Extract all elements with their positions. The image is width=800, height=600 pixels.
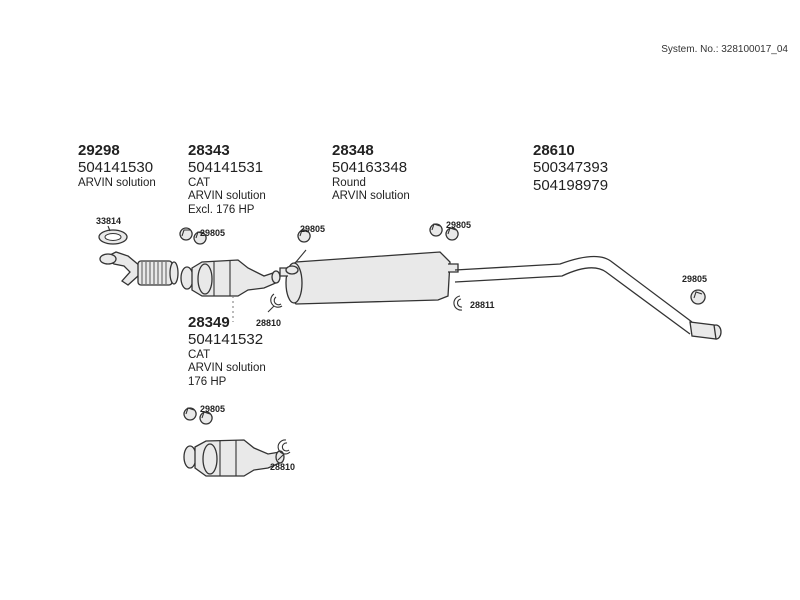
tag-ring-cat-lower: 28810 [270, 462, 296, 472]
part-note: 176 HP [188, 375, 227, 388]
tag-clamp-cat-upper: 29805 [200, 228, 226, 238]
part-number: 29298 [78, 142, 120, 159]
tag-clamp-cat-lower: 29805 [200, 404, 226, 414]
oem-number: 504141530 [78, 159, 154, 177]
front-pipe-29298[interactable] [99, 251, 179, 286]
clamp-muffler-outlet[interactable] [429, 223, 459, 241]
label-28343: 28343 504141531 CAT ARVIN solution Excl.… [188, 142, 266, 217]
part-note: ARVIN solution [78, 176, 156, 189]
gasket-leader [107, 225, 111, 232]
tag-clamp-muffler-inlet: 29805 [300, 224, 326, 234]
clamp-tailpipe[interactable] [690, 289, 706, 305]
tag-gasket: 33814 [96, 216, 122, 226]
label-28349: 28349 504141532 CAT ARVIN solution 176 H… [188, 314, 266, 389]
label-28610: 28610 500347393 504198979 [533, 142, 608, 195]
label-28348: 28348 504163348 Round ARVIN solution [332, 142, 410, 204]
gasket-ring[interactable] [98, 229, 128, 245]
ring-cat-lower[interactable] [277, 439, 291, 461]
part-note: CAT [188, 348, 211, 361]
ring-cat-upper[interactable] [267, 293, 283, 313]
oem-number: 504163348 [332, 159, 408, 177]
tag-ring-cat-upper: 28810 [256, 318, 282, 328]
part-note: CAT [188, 176, 211, 189]
part-number: 28348 [332, 142, 374, 159]
part-note: ARVIN solution [332, 190, 410, 203]
clamp-muffler-inlet[interactable] [295, 229, 311, 263]
ring-muffler-outlet[interactable] [453, 295, 463, 311]
tag-clamp-tailpipe: 29805 [682, 274, 708, 284]
part-note: Round [332, 176, 366, 189]
part-note: ARVIN solution [188, 362, 266, 375]
clamp-cat-lower[interactable] [183, 407, 213, 425]
oem-number: 504141532 [188, 331, 264, 349]
part-number: 28343 [188, 142, 230, 159]
oem-number: 504141531 [188, 159, 264, 177]
oem-number: 500347393 [533, 159, 609, 177]
part-note: Excl. 176 HP [188, 203, 255, 216]
catalytic-converter-28349[interactable] [183, 439, 285, 477]
tag-ring-muffler-outlet: 28811 [470, 300, 495, 310]
label-29298: 29298 504141530 ARVIN solution [78, 142, 156, 190]
tail-pipe-28610[interactable] [454, 255, 722, 340]
oem-number: 504198979 [533, 177, 609, 195]
clamp-cat-upper[interactable] [179, 227, 207, 245]
muffler-28348[interactable] [279, 251, 459, 305]
part-number: 28349 [188, 314, 230, 331]
tag-clamp-muffler-outlet: 29805 [446, 220, 472, 230]
catalytic-converter-28343[interactable] [180, 259, 281, 297]
part-note: ARVIN solution [188, 190, 266, 203]
part-number: 28610 [533, 142, 575, 159]
system-number: System. No.: 328100017_04 [661, 44, 788, 55]
